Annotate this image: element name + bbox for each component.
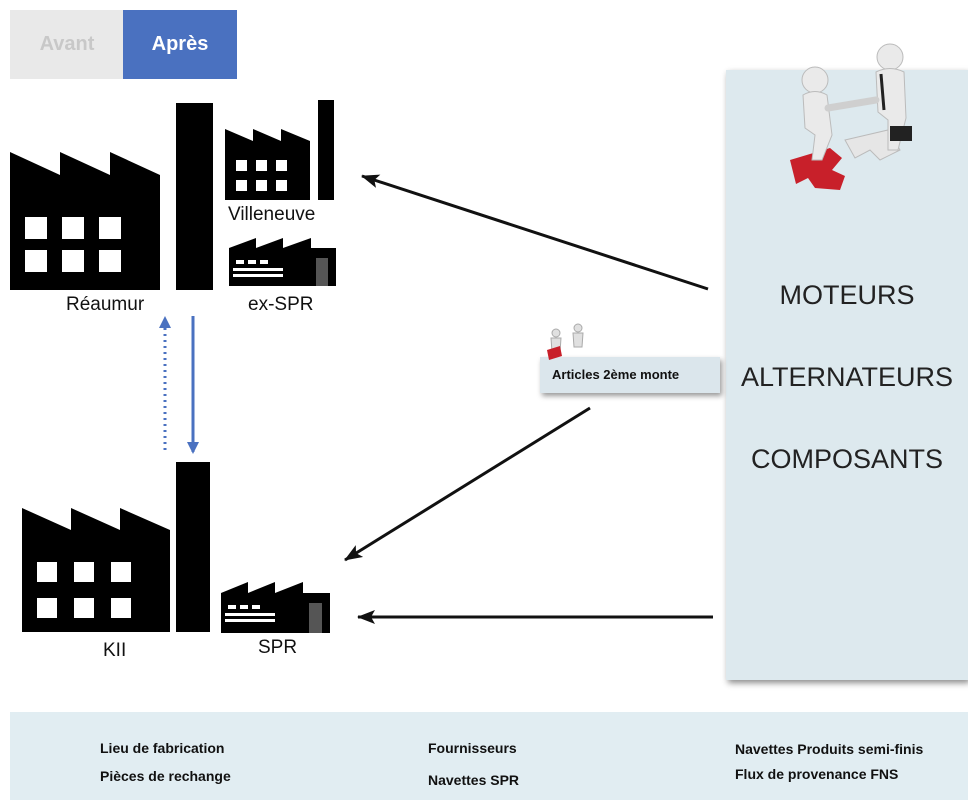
fns-flow-arrow-villeneuve bbox=[361, 174, 709, 291]
label-kii: KII bbox=[103, 640, 127, 661]
spr-warehouse-icon bbox=[221, 582, 330, 633]
fns-flow-arrow-callout-spr bbox=[344, 406, 591, 562]
label-reaumur: Réaumur bbox=[66, 294, 145, 315]
label-ex-spr: ex-SPR bbox=[248, 294, 314, 315]
second-fit-label: Articles 2ème monte bbox=[552, 367, 680, 382]
reaumur-factory-icon bbox=[10, 103, 213, 290]
legend-label-suppliers: Fournisseurs bbox=[428, 740, 517, 756]
supplier-panel bbox=[726, 70, 968, 680]
label-spr: SPR bbox=[258, 637, 298, 658]
legend bbox=[10, 712, 968, 800]
kii-factory-icon bbox=[22, 462, 210, 632]
label-villeneuve: Villeneuve bbox=[228, 204, 316, 225]
category-moteurs: MOTEURS bbox=[779, 280, 915, 310]
legend-label-semi-finished: Navettes Produits semi-finis bbox=[735, 741, 924, 757]
second-fit-callout: Articles 2ème monte bbox=[540, 357, 720, 393]
legend-label-manufacturing: Lieu de fabrication bbox=[100, 740, 225, 756]
tab-avant[interactable]: Avant bbox=[10, 10, 124, 79]
legend-label-spr-shuttles: Navettes SPR bbox=[428, 772, 520, 788]
handshake-icon bbox=[790, 43, 912, 190]
category-alternateurs: ALTERNATEURS bbox=[740, 362, 954, 392]
legend-label-fns-flow: Flux de provenance FNS bbox=[735, 766, 899, 782]
tab-apres[interactable]: Après bbox=[123, 10, 237, 79]
ex-spr-warehouse-icon bbox=[229, 238, 336, 286]
legend-label-spare-parts: Pièces de rechange bbox=[100, 768, 231, 784]
suppliers-small-icon bbox=[547, 323, 584, 360]
villeneuve-factory-icon bbox=[225, 100, 334, 200]
category-composants: COMPOSANTS bbox=[750, 444, 944, 474]
